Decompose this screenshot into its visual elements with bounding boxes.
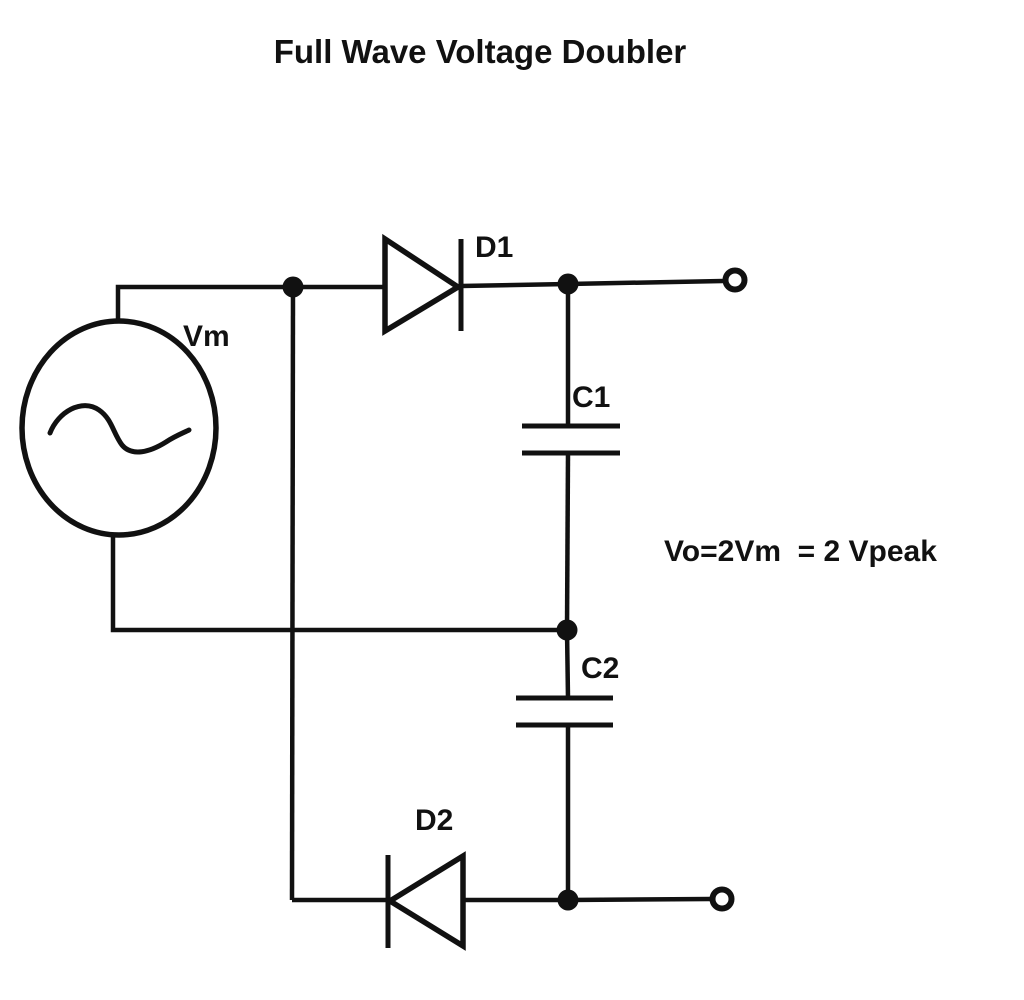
junction-dot-bottom	[557, 889, 579, 911]
ac-source: Vm	[19, 318, 230, 538]
output-equation: Vo=2Vm = 2 Vpeak	[664, 535, 937, 568]
wire-c1-to-midnode	[564, 452, 571, 631]
wires	[110, 278, 724, 903]
sine-wave-icon	[47, 403, 192, 455]
wire-topnode-to-d2-branch	[289, 286, 296, 901]
junction-dots	[282, 273, 579, 911]
diode-d2-label: D2	[415, 804, 453, 837]
diode-d2-triangle	[384, 851, 466, 951]
junction-dot-top-left	[282, 276, 304, 298]
junction-dot-middle	[556, 619, 578, 641]
wire-d1-to-top-terminal	[460, 278, 724, 289]
wire-source-bottom-to-midnode	[110, 535, 567, 633]
capacitor-c1-label: C1	[572, 381, 610, 414]
diode-d1: D1	[382, 231, 513, 336]
capacitor-c2-label: C2	[581, 652, 619, 685]
diode-d1-triangle	[382, 233, 464, 336]
wire-bottomnode-to-terminal	[567, 896, 711, 903]
output-terminal-bottom	[709, 886, 735, 912]
diode-d2: D2	[384, 804, 466, 951]
diode-d1-label: D1	[475, 231, 513, 264]
junction-dot-top-right	[557, 273, 579, 295]
wire-midnode-to-c2	[564, 629, 571, 699]
ac-source-circle	[19, 318, 219, 538]
wire-source-top-to-d1	[115, 284, 385, 321]
output-terminal-top	[722, 267, 748, 293]
ac-source-label: Vm	[183, 320, 230, 353]
capacitor-c2: C2	[516, 652, 619, 728]
diagram-title: Full Wave Voltage Doubler	[274, 33, 687, 70]
capacitor-c1: C1	[522, 381, 620, 456]
